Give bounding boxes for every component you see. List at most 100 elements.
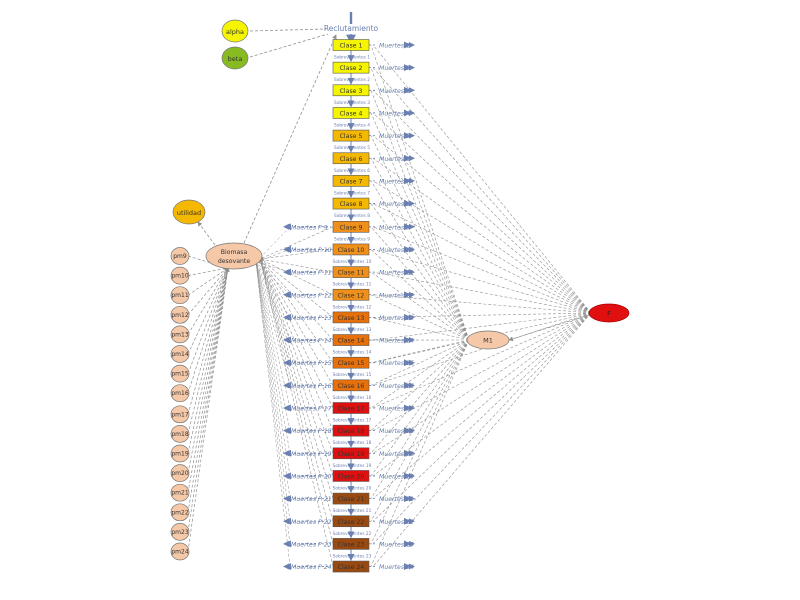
m1-to-clase-link: [370, 339, 470, 431]
clase-box[interactable]: [332, 538, 370, 550]
muertes-outflow-arrow: [409, 87, 415, 94]
muertes-label: Muertes 16: [379, 382, 414, 390]
pm-to-biomasa-link: [187, 267, 229, 374]
clase-box[interactable]: [332, 334, 370, 346]
biomasa-to-reclutamiento-link: [243, 34, 337, 244]
clase-box[interactable]: [332, 470, 370, 482]
pm-node[interactable]: [170, 247, 190, 265]
muertes-label: Muertes 11: [379, 269, 414, 277]
clase-label: Clase 1: [340, 43, 363, 50]
pm-node[interactable]: [170, 384, 190, 403]
muertes-label: Muertes 18: [379, 427, 414, 435]
clase-box[interactable]: [332, 175, 370, 187]
sobrevivientes-label: Sobrevivientes 18: [333, 440, 372, 446]
muertes-p-outflow-arrow: [283, 563, 289, 570]
clase-box[interactable]: [332, 266, 370, 278]
pm-to-biomasa-link: [187, 267, 229, 316]
clase-box[interactable]: [332, 107, 370, 119]
muertes-label: Muertes 13: [379, 314, 414, 322]
muertes-outflow-arrow: [409, 405, 415, 411]
pm-node[interactable]: [170, 542, 190, 561]
alpha-node[interactable]: [221, 19, 249, 43]
muertes-label: Muertes 23: [379, 540, 414, 548]
clase-label: Clase 9: [340, 224, 363, 231]
muertes-outflow-arrow: [409, 472, 415, 479]
muertes-p-outflow-arrow: [283, 472, 289, 479]
muertes-p-label: Muertes P 19: [291, 450, 332, 458]
pm-node[interactable]: [170, 425, 190, 443]
clase-box[interactable]: [332, 515, 370, 528]
pm-node[interactable]: [170, 483, 190, 502]
muertes-outflow-arrow: [409, 518, 415, 525]
sobrevivientes-label: Sobrevivientes 16: [333, 395, 372, 401]
clase-box[interactable]: [332, 492, 370, 505]
muertes-outflow-arrow: [409, 177, 415, 184]
links-layer: [187, 12, 592, 571]
pm-to-biomasa-link: [187, 267, 230, 474]
utilidad-node[interactable]: [172, 199, 206, 225]
clase-to-biomasa-link: [259, 258, 334, 454]
muertes-label: Muertes 21: [379, 495, 414, 503]
pm-node[interactable]: [170, 325, 190, 344]
pm-node[interactable]: [170, 345, 190, 363]
clase-to-biomasa-link: [259, 258, 334, 477]
pm-node[interactable]: [170, 286, 190, 305]
pm-label: pm16: [171, 390, 188, 397]
m1-to-clase-link: [370, 339, 470, 477]
pm-node[interactable]: [170, 364, 190, 383]
clase-box[interactable]: [332, 84, 370, 97]
clase-box[interactable]: [332, 221, 370, 233]
pm-to-biomasa-link: [187, 267, 230, 552]
sobrevivientes-label: Sobrevivientes 8: [334, 213, 370, 219]
sobrevivientes-label: Sobrevivientes 15: [333, 372, 372, 378]
pm-node[interactable]: [170, 523, 190, 541]
clase-box[interactable]: [332, 197, 370, 210]
pm-node[interactable]: [170, 305, 190, 324]
m1-node[interactable]: [466, 330, 510, 350]
clase-box[interactable]: [332, 152, 370, 165]
clase-label: Clase 3: [340, 88, 363, 95]
pm-node[interactable]: [170, 464, 190, 482]
clase-label: Clase 20: [338, 473, 365, 480]
pm-node[interactable]: [170, 266, 190, 285]
clase-box[interactable]: [332, 61, 370, 74]
clase-label: Clase 4: [340, 110, 363, 117]
beta-label: beta: [228, 55, 243, 63]
clase-label: Clase 21: [338, 496, 365, 503]
pm-node[interactable]: [170, 503, 190, 522]
clase-box[interactable]: [332, 402, 370, 414]
clase-box[interactable]: [332, 311, 370, 324]
clase-box[interactable]: [332, 39, 370, 51]
sobrevivientes-label: Sobrevivientes 14: [333, 350, 372, 356]
clase-box[interactable]: [332, 243, 370, 256]
clase-box[interactable]: [332, 424, 370, 437]
clase-box[interactable]: [332, 288, 370, 301]
biomasa-desovante-node[interactable]: [205, 242, 263, 270]
pm-node[interactable]: [170, 405, 190, 424]
sobrevivientes-label: Sobrevivientes 21: [333, 508, 372, 514]
clase-label: Clase 7: [340, 178, 363, 185]
clase-box[interactable]: [332, 379, 370, 392]
clase-label: Clase 12: [338, 292, 365, 299]
clase-box[interactable]: [332, 129, 370, 142]
muertes-p-outflow-arrow: [283, 382, 289, 389]
muertes-p-to-biomasa-link: [255, 261, 291, 431]
muertes-p-to-biomasa-link: [255, 261, 291, 454]
clase-box[interactable]: [332, 356, 370, 369]
m1-to-clase-link: [370, 203, 470, 341]
beta-node[interactable]: [221, 46, 249, 70]
clase-label: Clase 15: [338, 360, 365, 367]
pm-to-biomasa-link: [187, 267, 229, 296]
clase-box[interactable]: [332, 447, 370, 460]
clase-box[interactable]: [332, 560, 370, 573]
f-node[interactable]: [588, 303, 630, 323]
muertes-p-outflow-arrow: [283, 495, 289, 502]
pm-node[interactable]: [170, 444, 190, 463]
nodes-layer: ReclutamientoalphabetautilidadBiomasades…: [170, 19, 630, 573]
pm-label: pm18: [171, 431, 188, 438]
muertes-label: Muertes 14: [379, 337, 414, 345]
muertes-outflow-arrow: [409, 132, 415, 139]
muertes-p-to-biomasa-link: [255, 261, 291, 522]
muertes-outflow-arrow: [409, 337, 415, 344]
pm-to-biomasa-link: [187, 266, 229, 276]
